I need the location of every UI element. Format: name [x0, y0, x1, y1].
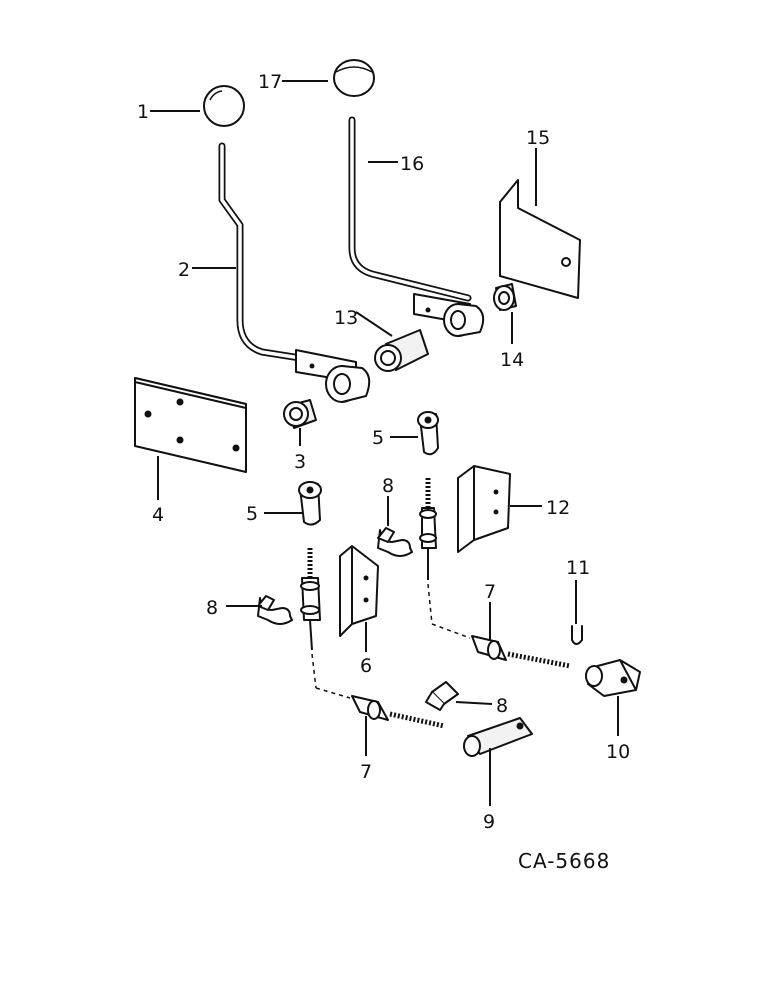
callout-7-upper: 7 — [484, 581, 496, 603]
part-8-clip-left — [257, 595, 293, 625]
callout-12: 12 — [546, 497, 570, 519]
cable-assembly-upper — [419, 478, 571, 669]
callout-17: 17 — [258, 71, 282, 93]
leader-lines — [150, 80, 619, 806]
part-9-rod-end — [463, 717, 533, 757]
part-15-bracket — [499, 179, 581, 299]
callout-9: 9 — [483, 811, 495, 833]
part-16-shift-lever — [348, 116, 485, 337]
part-1-knob — [203, 85, 245, 127]
callout-labels: 1 2 3 4 5 5 6 7 7 8 8 8 9 10 11 12 13 14… — [137, 71, 630, 833]
callout-16: 16 — [400, 153, 424, 175]
part-5-clevis-lower — [298, 481, 322, 526]
callout-8-lower: 8 — [496, 695, 508, 717]
callout-7-lower: 7 — [360, 761, 372, 783]
callout-3: 3 — [294, 451, 306, 473]
part-5-clevis-upper — [417, 411, 439, 456]
callout-14: 14 — [500, 349, 524, 371]
part-13-sleeve — [374, 329, 429, 372]
part-3-bushing — [283, 399, 317, 429]
cable-assembly-lower — [300, 548, 445, 729]
callout-5-lower: 5 — [246, 503, 258, 525]
callout-6: 6 — [360, 655, 372, 677]
callout-13: 13 — [334, 307, 358, 329]
callout-1: 1 — [137, 101, 149, 123]
part-4-mounting-plate — [134, 377, 247, 473]
callout-11: 11 — [566, 557, 590, 579]
part-10-clevis — [585, 659, 641, 697]
callout-15: 15 — [526, 127, 550, 149]
part-12-bracket — [457, 465, 511, 553]
part-14-bushing — [493, 283, 517, 311]
part-17-knob — [333, 59, 375, 97]
part-6-bracket — [339, 545, 379, 637]
part-8-clip-upper — [377, 527, 413, 557]
callout-5-upper: 5 — [372, 427, 384, 449]
drawing-code: CA-5668 — [518, 849, 610, 873]
part-11-cotter-pin — [571, 625, 583, 645]
part-2-shift-lever — [218, 142, 371, 403]
callout-4: 4 — [152, 504, 164, 526]
callout-8-left: 8 — [206, 597, 218, 619]
callout-2: 2 — [178, 259, 190, 281]
part-8-clip-lower — [425, 681, 459, 711]
callout-10: 10 — [606, 741, 630, 763]
callout-8-upper: 8 — [382, 475, 394, 497]
